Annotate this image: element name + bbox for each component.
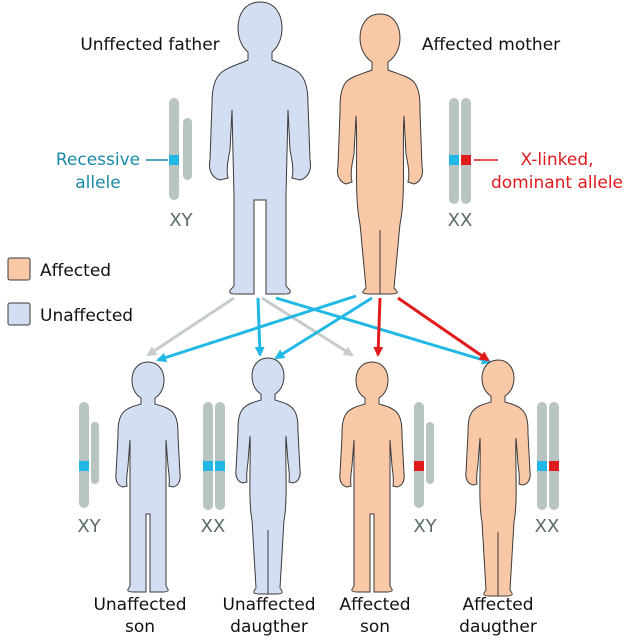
father-label: Unffected father <box>80 35 219 55</box>
child4-chromosome-label: XX <box>535 516 560 537</box>
child3-chromosomes <box>414 402 434 508</box>
child1-label-2: son <box>125 617 155 637</box>
child2-chromosome-label: XX <box>201 516 226 537</box>
arrow-mother-xd-to-son2 <box>373 297 384 357</box>
child3-label-1: Affected <box>339 595 410 615</box>
arrow-mother-x-to-son1 <box>156 294 357 363</box>
recessive-allele-label-1: Recessive <box>56 150 140 170</box>
legend-unaffected-swatch <box>7 302 31 326</box>
mother-chromosomes <box>449 98 498 204</box>
legend-affected-label: Affected <box>40 261 111 281</box>
arrow-mother-xd-to-daughter2 <box>397 296 490 362</box>
legend-affected-swatch <box>7 257 31 281</box>
legend: Affected Unaffected <box>7 257 133 326</box>
recessive-allele-marker <box>169 155 179 165</box>
arrow-father-y-to-son1 <box>146 296 235 357</box>
child2-chromosomes <box>203 402 225 510</box>
arrow-father-x-to-daughter2 <box>275 296 492 365</box>
arrow-father-y-to-son2 <box>261 296 354 357</box>
father-chromosome-label: XY <box>169 210 193 231</box>
child-affected-son-figure <box>339 361 405 593</box>
child4-chromosomes <box>537 402 559 510</box>
child1-chromosome-label: XY <box>77 516 101 537</box>
mother-label: Affected mother <box>422 35 560 55</box>
dominant-allele-marker <box>461 155 471 165</box>
inheritance-arrows <box>146 294 492 365</box>
child2-label-1: Unaffected <box>222 595 315 615</box>
dominant-allele-label-2: dominant allele <box>491 173 623 193</box>
father-figure <box>209 1 311 295</box>
child1-label-1: Unaffected <box>93 595 186 615</box>
child1-chromosomes <box>79 402 99 508</box>
child-affected-daughter-figure <box>465 359 531 597</box>
child3-label-2: son <box>360 617 390 637</box>
child4-label-1: Affected <box>462 595 533 615</box>
child2-label-2: daugther <box>230 617 308 637</box>
father-chromosomes <box>146 98 192 200</box>
dominant-allele-label-1: X-linked, <box>520 150 593 170</box>
arrow-mother-x-to-daughter1 <box>274 296 373 360</box>
mother-chromosome-label: XX <box>448 210 473 231</box>
recessive-allele-label-2: allele <box>75 173 121 193</box>
child4-label-2: daugther <box>459 617 537 637</box>
child-unaffected-daughter-figure <box>235 357 301 595</box>
legend-unaffected-label: Unaffected <box>40 306 133 326</box>
mother-figure <box>337 13 423 295</box>
child-unaffected-son-figure <box>115 361 181 593</box>
child3-chromosome-label: XY <box>413 516 437 537</box>
